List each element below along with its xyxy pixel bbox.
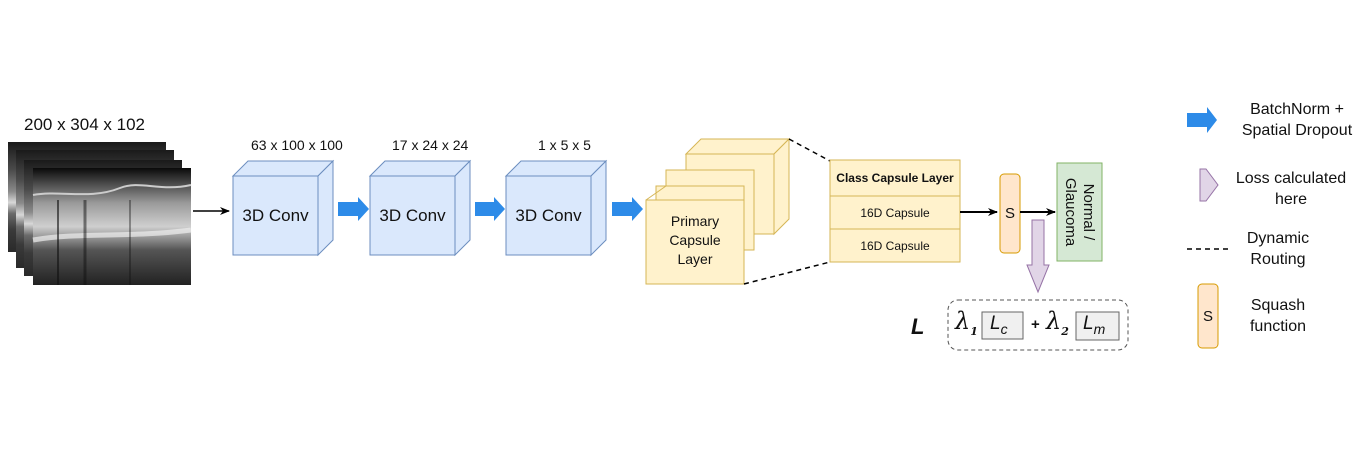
conv-block-3	[504, 159, 608, 257]
lm-term: Lm	[1083, 313, 1105, 337]
conv-block-2	[368, 159, 472, 257]
capsule-row-2: 16D Capsule	[860, 238, 930, 253]
conv1-label: 3D Conv	[242, 205, 309, 225]
conv2-label: 3D Conv	[379, 205, 446, 225]
legend-squash-line2: function	[1249, 318, 1307, 335]
primary-capsule-stack	[645, 137, 791, 285]
input-dims-label: 200 x 304 x 102	[24, 115, 145, 134]
batchnorm-arrow-2	[475, 197, 505, 221]
primary-capsule-line2: Capsule	[669, 232, 721, 248]
conv-block-1	[231, 159, 335, 257]
batchnorm-arrow-3	[612, 197, 643, 221]
output-line2: Glaucoma	[1062, 177, 1080, 247]
legend-batchnorm-line2: Spatial Dropout	[1241, 122, 1353, 139]
legend-squash-icon	[1197, 283, 1219, 349]
capsule-row-1: 16D Capsule	[860, 205, 930, 220]
lc-term: Lc	[990, 313, 1008, 337]
batchnorm-arrow-1	[338, 197, 369, 221]
lambda-1-subscript: 1	[970, 324, 978, 338]
loss-symbol: L	[911, 314, 925, 339]
output-label: Normal / Glaucoma	[1057, 163, 1102, 261]
primary-capsule-line1: Primary	[670, 213, 720, 229]
conv2-dims-label: 17 x 24 x 24	[392, 137, 469, 153]
lm-subscript: m	[1093, 320, 1106, 337]
conv1-dims-label: 63 x 100 x 100	[251, 137, 343, 153]
output-line1: Normal /	[1080, 183, 1098, 241]
lm-letter: L	[1083, 313, 1094, 334]
primary-capsule-label: Primary Capsule Layer	[646, 212, 744, 269]
legend-blue-arrow-icon	[1187, 107, 1217, 133]
legend-batchnorm-label: BatchNorm + Spatial Dropout	[1232, 99, 1362, 141]
legend-routing-line1: Dynamic	[1246, 230, 1310, 247]
legend-loss-label: Loss calculated here	[1226, 168, 1356, 210]
legend-loss-line2: here	[1274, 191, 1308, 208]
lc-letter: L	[990, 313, 1001, 334]
legend-routing-label: Dynamic Routing	[1238, 228, 1318, 270]
lc-box	[981, 311, 1024, 340]
squash-box-label: S	[1004, 205, 1015, 222]
lambda-1: λ1	[955, 307, 978, 338]
lambda-2-subscript: 2	[1061, 324, 1069, 338]
lm-box	[1075, 311, 1120, 341]
legend-loss-line1: Loss calculated	[1235, 170, 1347, 187]
squash-box	[999, 173, 1021, 254]
lambda-2: λ2	[1046, 307, 1069, 338]
legend-squash-line1: Squash	[1250, 297, 1306, 314]
routing-line-bottom	[743, 261, 831, 285]
class-capsule-title: Class Capsule Layer	[836, 171, 954, 185]
conv3-label: 3D Conv	[515, 205, 582, 225]
legend-purple-arrow-icon	[1199, 168, 1219, 202]
class-capsule-layer	[829, 159, 961, 263]
lambda-1-symbol: λ	[955, 307, 971, 335]
routing-line-top	[788, 138, 831, 162]
loss-arrow	[1026, 219, 1050, 294]
output-box	[1056, 162, 1103, 262]
loss-plus: +	[1031, 316, 1040, 333]
legend-routing-line2: Routing	[1250, 251, 1306, 268]
primary-capsule-line3: Layer	[677, 251, 713, 267]
lambda-2-symbol: λ	[1046, 307, 1062, 335]
conv3-dims-label: 1 x 5 x 5	[538, 137, 591, 153]
lc-subscript: c	[1000, 320, 1008, 337]
input-oct-volume	[8, 142, 192, 285]
legend-squash-symbol: S	[1202, 307, 1213, 325]
legend-squash-label: Squash function	[1238, 295, 1318, 337]
legend-batchnorm-line1: BatchNorm +	[1250, 101, 1344, 118]
